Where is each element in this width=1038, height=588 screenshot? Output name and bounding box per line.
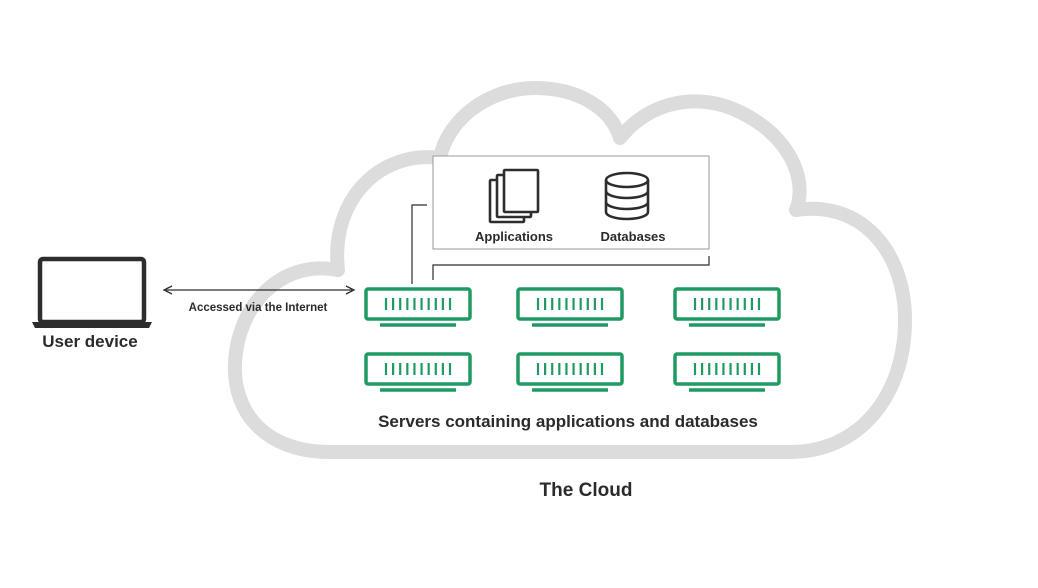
database-cylinder-icon [604,171,650,221]
server-grid [364,287,781,392]
databases-label: Databases [600,229,665,244]
servers-caption: Servers containing applications and data… [378,412,758,431]
connection-arrow [162,285,356,295]
server-rack-icon [673,287,781,327]
server-rack-icon [673,352,781,392]
cloud-outline [227,81,912,459]
server-rack-icon [516,352,624,392]
documents-stack-icon [488,168,540,224]
user-device-label: User device [42,332,137,351]
applications-label: Applications [475,229,553,244]
software-bracket [411,204,710,284]
connection-label: Accessed via the Internet [189,302,328,314]
software-box [432,155,710,250]
server-rack-icon [364,352,472,392]
server-rack-icon [516,287,624,327]
laptop-icon [32,256,152,328]
server-rack-icon [364,287,472,327]
cloud-title: The Cloud [540,480,633,501]
